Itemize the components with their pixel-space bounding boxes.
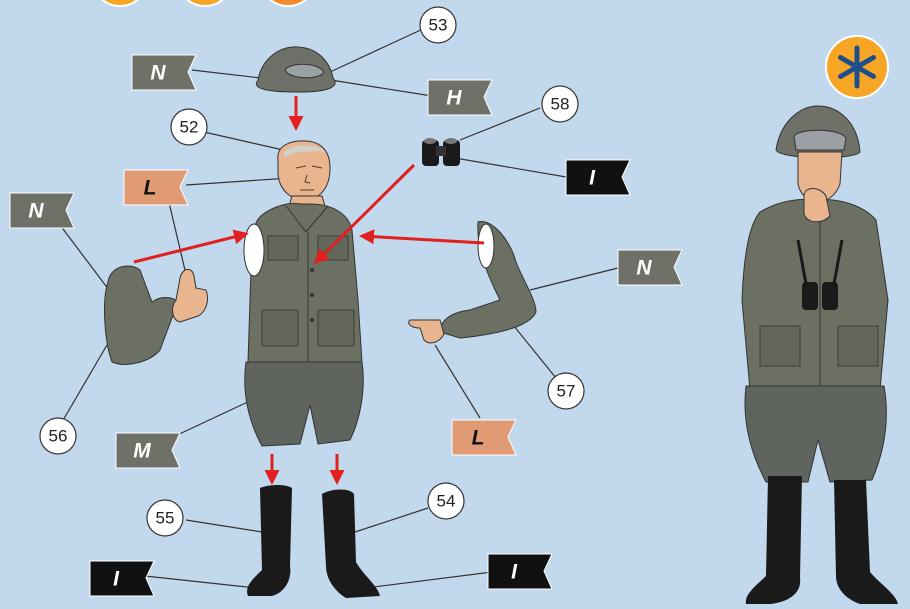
svg-text:N: N	[636, 257, 652, 280]
paint-flag-left-boot: I	[90, 561, 154, 596]
svg-text:58: 58	[551, 95, 570, 114]
svg-text:N: N	[28, 200, 44, 223]
boots-parts	[247, 485, 380, 598]
paint-flag-goggles: H	[428, 80, 492, 115]
svg-text:57: 57	[557, 382, 576, 401]
part-number-58: 58	[542, 86, 578, 122]
figure-body	[244, 141, 363, 446]
paint-flag-trousers: M	[116, 433, 180, 468]
svg-text:53: 53	[429, 16, 448, 35]
binoculars-part	[422, 138, 460, 166]
svg-text:52: 52	[180, 118, 199, 137]
paint-flag-binoculars: I	[566, 160, 630, 195]
part-number-56: 56	[40, 418, 76, 454]
top-partial-circles	[92, 0, 316, 6]
svg-text:M: M	[133, 440, 151, 463]
left-arm-part	[105, 266, 208, 364]
paint-flag-helmet-rim: N	[132, 55, 196, 90]
svg-text:55: 55	[156, 509, 175, 528]
part-number-52: 52	[171, 109, 207, 145]
svg-text:L: L	[472, 427, 485, 450]
part-number-53: 53	[420, 7, 456, 43]
paint-flag-right-boot: I	[488, 554, 552, 589]
svg-text:H: H	[446, 87, 462, 110]
part-number-55: 55	[147, 500, 183, 536]
paint-flag-pointing-hand: L	[452, 420, 516, 455]
paint-flag-face: L	[124, 170, 188, 205]
svg-text:N: N	[150, 62, 166, 85]
part-number-57: 57	[548, 373, 584, 409]
helmet-part	[256, 47, 335, 92]
svg-text:54: 54	[437, 492, 456, 511]
svg-text:56: 56	[49, 427, 68, 446]
paint-flag-right-sleeve: N	[618, 250, 682, 285]
paint-flag-left-sleeve: N	[10, 193, 74, 228]
svg-text:L: L	[144, 177, 157, 200]
part-number-54: 54	[428, 483, 464, 519]
finished-badge	[826, 36, 888, 98]
finished-figure	[742, 106, 898, 604]
